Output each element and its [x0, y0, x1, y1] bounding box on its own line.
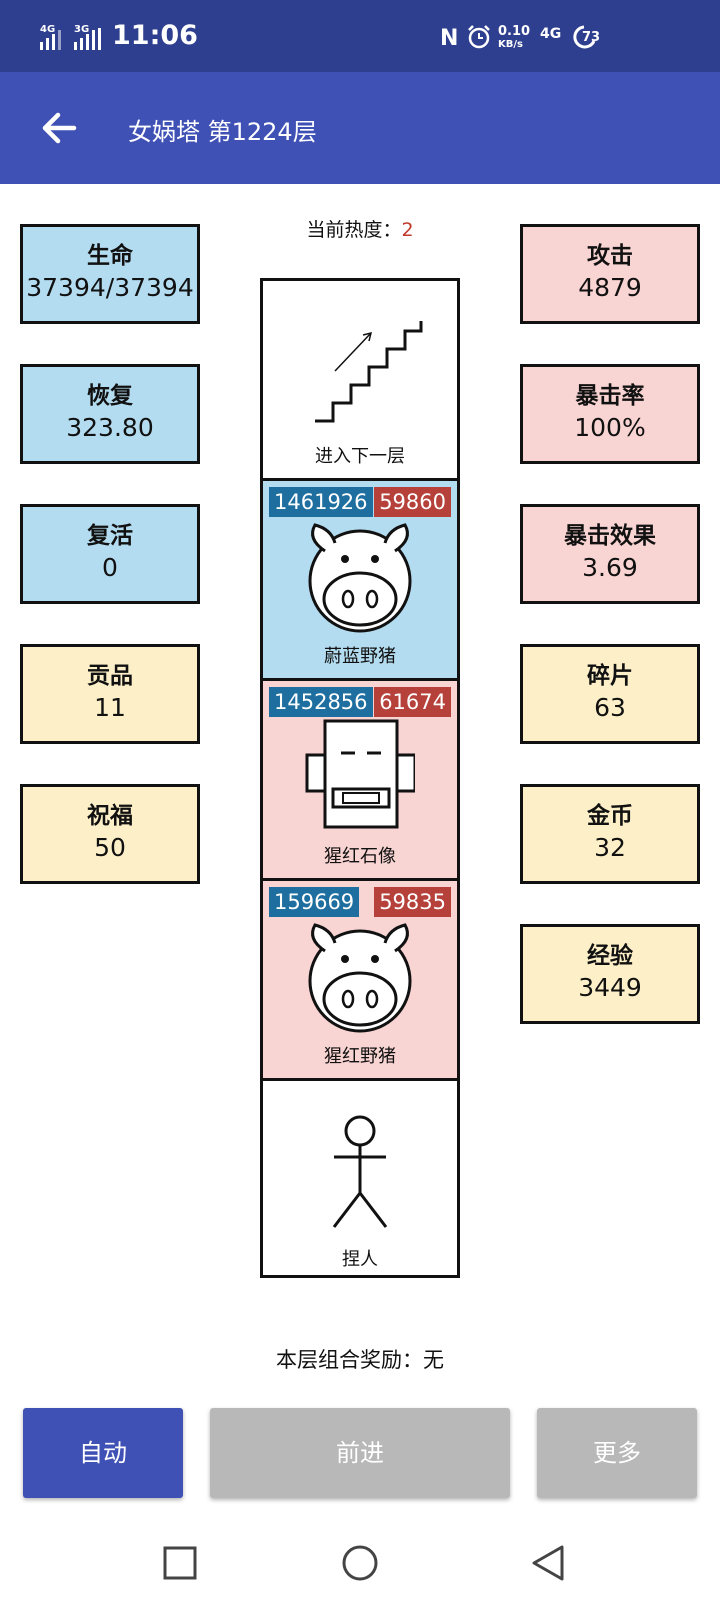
- arrow-left-icon: [42, 112, 77, 144]
- tower-cell-monster[interactable]: 1461926 59860 蔚蓝野猪: [263, 481, 457, 681]
- floor-reward-text: 本层组合奖励：无: [276, 1348, 444, 1372]
- page-title: 女娲塔 第1224层: [128, 118, 317, 146]
- stat-value: 50: [94, 833, 126, 862]
- stat-name: 攻击: [587, 243, 633, 269]
- back-nav-icon[interactable]: [530, 1544, 566, 1582]
- tower-cell-player[interactable]: 捏人: [263, 1081, 457, 1281]
- stat-name: 金币: [587, 803, 633, 829]
- statue-icon: [305, 719, 415, 829]
- system-navigation-bar: [0, 1525, 720, 1605]
- monster-hp-badge: 1461926: [269, 487, 373, 517]
- heat-value: 2: [401, 219, 414, 241]
- net-speed-unit: KB/s: [498, 39, 523, 50]
- monster-name: 猩红石像: [324, 846, 396, 867]
- stat-value: 3.69: [582, 553, 638, 582]
- app-bar: 女娲塔 第1224层: [0, 72, 720, 184]
- stat-card-blessing: 祝福 50: [20, 784, 200, 884]
- monster-name: 猩红野猪: [324, 1046, 396, 1067]
- stat-name: 复活: [87, 523, 133, 549]
- stat-name: 恢复: [87, 383, 133, 409]
- stat-card-crit-effect: 暴击效果 3.69: [520, 504, 700, 604]
- tower-column: 进入下一层 1461926 59860 蔚蓝野猪 1452856 61674: [260, 278, 460, 1278]
- nfc-icon: N: [440, 26, 459, 51]
- stat-card-revive: 复活 0: [20, 504, 200, 604]
- network-type-label: 4G: [40, 24, 56, 35]
- home-icon[interactable]: [341, 1544, 379, 1582]
- forward-button[interactable]: 前进: [210, 1408, 510, 1498]
- battery-icon: [570, 24, 606, 54]
- auto-button[interactable]: 自动: [23, 1408, 183, 1498]
- stat-card-life: 生命 37394/37394: [20, 224, 200, 324]
- stat-value: 4879: [578, 273, 642, 302]
- stairs-icon: [315, 321, 423, 423]
- tower-cell-monster[interactable]: 159669 59835 猩红野猪: [263, 881, 457, 1081]
- status-bar: 4G 3G 11:06 N 0.10 KB/s 4G 73: [0, 0, 720, 72]
- monster-attack-badge: 59835: [374, 887, 451, 917]
- stat-card-crit-rate: 暴击率 100%: [520, 364, 700, 464]
- player-label: 捏人: [342, 1249, 378, 1270]
- stat-value: 100%: [574, 413, 646, 442]
- monster-hp-badge: 159669: [269, 887, 360, 917]
- stat-name: 贡品: [87, 663, 133, 689]
- stat-name: 暴击效果: [564, 523, 656, 549]
- stat-value: 37394/37394: [26, 273, 194, 302]
- recent-apps-icon[interactable]: [163, 1546, 197, 1580]
- stat-value: 3449: [578, 973, 642, 1002]
- stat-value: 323.80: [66, 413, 154, 442]
- stat-card-gold: 金币 32: [520, 784, 700, 884]
- heat-label: 当前热度：: [306, 219, 402, 241]
- back-button[interactable]: [38, 108, 82, 148]
- monster-name: 蔚蓝野猪: [324, 646, 396, 667]
- stat-card-recovery: 恢复 323.80: [20, 364, 200, 464]
- stat-name: 祝福: [87, 803, 133, 829]
- pig-icon: [308, 923, 412, 1033]
- pig-icon: [308, 523, 412, 633]
- stat-value: 32: [594, 833, 626, 862]
- alarm-icon: [466, 24, 492, 54]
- net-speed-value: 0.10: [498, 24, 531, 39]
- battery-level: 73: [582, 30, 601, 45]
- monster-attack-badge: 59860: [374, 487, 451, 517]
- network-type-label: 3G: [74, 24, 90, 35]
- stat-card-fragments: 碎片 63: [520, 644, 700, 744]
- signal-icon: 3G: [74, 24, 104, 50]
- stat-value: 0: [102, 553, 118, 582]
- clock: 11:06: [112, 20, 198, 51]
- tower-cell-monster[interactable]: 1452856 61674 猩红石像: [263, 681, 457, 881]
- tower-cell-next-floor[interactable]: 进入下一层: [263, 281, 457, 481]
- stat-name: 生命: [87, 243, 133, 269]
- stat-name: 碎片: [587, 663, 633, 689]
- stat-card-tribute: 贡品 11: [20, 644, 200, 744]
- monster-hp-badge: 1452856: [269, 687, 373, 717]
- stat-name: 经验: [587, 943, 633, 969]
- network-type-label: 4G: [540, 26, 562, 42]
- stat-value: 11: [94, 693, 126, 722]
- stat-card-attack: 攻击 4879: [520, 224, 700, 324]
- stat-value: 63: [594, 693, 626, 722]
- next-floor-label: 进入下一层: [315, 446, 405, 467]
- more-button[interactable]: 更多: [537, 1408, 697, 1498]
- stat-name: 暴击率: [575, 383, 645, 409]
- stat-card-experience: 经验 3449: [520, 924, 700, 1024]
- monster-attack-badge: 61674: [374, 687, 451, 717]
- signal-icon: 4G: [40, 24, 70, 50]
- heat-indicator: 当前热度：2: [0, 215, 720, 242]
- stick-figure-icon: [332, 1115, 388, 1228]
